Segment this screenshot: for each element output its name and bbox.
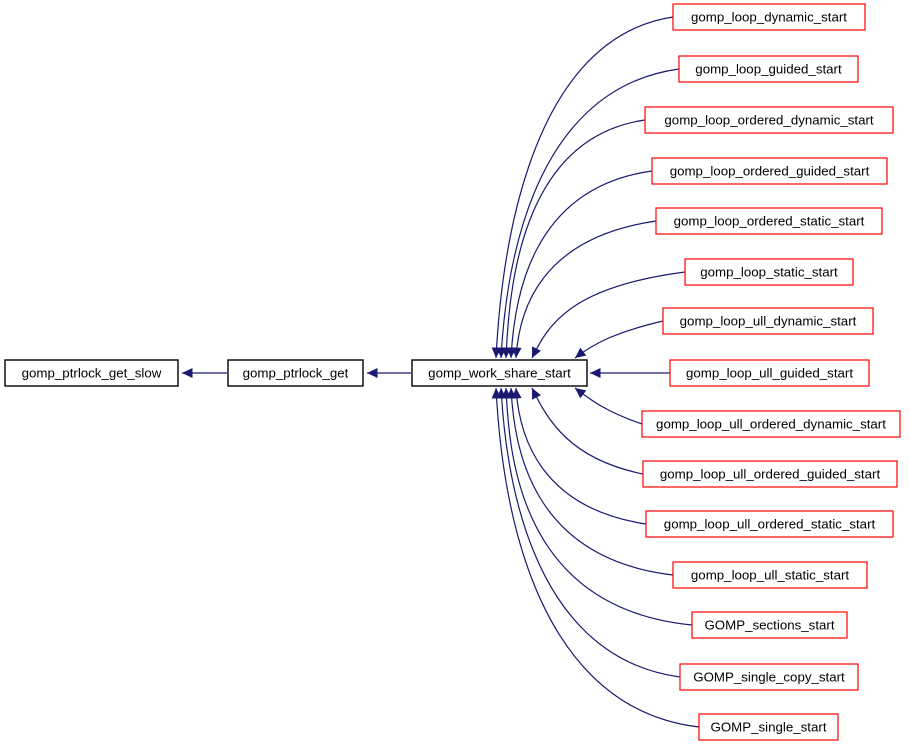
node-gomp-loop-ordered-guided-start[interactable]: gomp_loop_ordered_guided_start [651, 157, 888, 185]
edge-gomp-loop-dynamic-start-to-hub [491, 16, 674, 359]
node-gomp-loop-ordered-dynamic-start[interactable]: gomp_loop_ordered_dynamic_start [644, 106, 894, 134]
node-gomp-loop-static-start[interactable]: gomp_loop_static_start [684, 258, 854, 286]
node-label: gomp_loop_ull_dynamic_start [680, 314, 857, 329]
node-gomp-loop-ordered-static-start[interactable]: gomp_loop_ordered_static_start [655, 207, 883, 235]
edge-gomp-loop-static-start-to-hub [531, 271, 686, 359]
node-gomp-single-start[interactable]: GOMP_single_start [698, 713, 839, 741]
edge-gomp-single-copy-start-to-hub [496, 387, 681, 678]
node-label: gomp_loop_ordered_guided_start [670, 164, 870, 179]
edge-gomp-single-start-to-hub [491, 387, 700, 728]
node-label: gomp_loop_dynamic_start [691, 10, 847, 25]
node-label: gomp_loop_static_start [700, 265, 838, 280]
node-gomp-single-copy-start[interactable]: GOMP_single_copy_start [679, 663, 859, 691]
node-gomp-sections-start[interactable]: GOMP_sections_start [691, 611, 848, 639]
edge-gomp-loop-ull-ordered-static-start-to-hub [511, 387, 647, 525]
node-label: gomp_loop_ordered_static_start [674, 214, 865, 229]
node-label: gomp_work_share_start [428, 366, 571, 381]
node-gomp-ptrlock-get[interactable]: gomp_ptrlock_get [227, 359, 364, 387]
edge-gomp-loop-ordered-static-start-to-hub [511, 220, 657, 359]
node-label: gomp_loop_ordered_dynamic_start [664, 113, 873, 128]
edge-gomp-loop-ordered-guided-start-to-hub [506, 170, 653, 359]
edge-gomp-loop-ordered-dynamic-start-to-hub [501, 119, 646, 359]
node-label: gomp_loop_ull_static_start [691, 568, 849, 583]
node-label: gomp_loop_ull_ordered_static_start [664, 517, 876, 532]
node-gomp-loop-ull-dynamic-start[interactable]: gomp_loop_ull_dynamic_start [662, 307, 874, 335]
edge-gomp-loop-ull-dynamic-start-to-hub [574, 320, 664, 359]
node-label: gomp_loop_ull_ordered_guided_start [660, 467, 881, 482]
node-gomp-loop-guided-start[interactable]: gomp_loop_guided_start [678, 55, 859, 83]
node-label: gomp_ptrlock_get [243, 366, 349, 381]
edge-gomp-loop-ull-static-start-to-hub [506, 387, 674, 576]
edge-gomp-loop-ull-ordered-guided-start-to-hub [531, 387, 644, 475]
node-label: gomp_loop_ull_guided_start [686, 366, 853, 381]
node-label: gomp_loop_ull_ordered_dynamic_start [656, 417, 886, 432]
node-gomp-loop-ull-ordered-guided-start[interactable]: gomp_loop_ull_ordered_guided_start [642, 460, 898, 488]
node-label: GOMP_single_copy_start [693, 670, 845, 685]
node-gomp-loop-ull-ordered-static-start[interactable]: gomp_loop_ull_ordered_static_start [645, 510, 894, 538]
edge-gomp-loop-ull-ordered-dynamic-start-to-hub [574, 387, 643, 425]
node-gomp-loop-dynamic-start[interactable]: gomp_loop_dynamic_start [672, 3, 866, 31]
node-label: GOMP_single_start [710, 720, 826, 735]
node-gomp-loop-ull-guided-start[interactable]: gomp_loop_ull_guided_start [669, 359, 870, 387]
node-label: GOMP_sections_start [704, 618, 834, 633]
edge-gomp-loop-guided-start-to-hub [496, 68, 680, 359]
node-label: gomp_ptrlock_get_slow [22, 366, 162, 381]
node-gomp-loop-ull-ordered-dynamic-start[interactable]: gomp_loop_ull_ordered_dynamic_start [641, 410, 901, 438]
node-gomp-work-share-start[interactable]: gomp_work_share_start [411, 359, 588, 387]
node-gomp-loop-ull-static-start[interactable]: gomp_loop_ull_static_start [672, 561, 868, 589]
node-label: gomp_loop_guided_start [695, 62, 842, 77]
node-gomp-ptrlock-get-slow: gomp_ptrlock_get_slow [4, 359, 179, 387]
edge-gomp-sections-start-to-hub [501, 387, 693, 626]
